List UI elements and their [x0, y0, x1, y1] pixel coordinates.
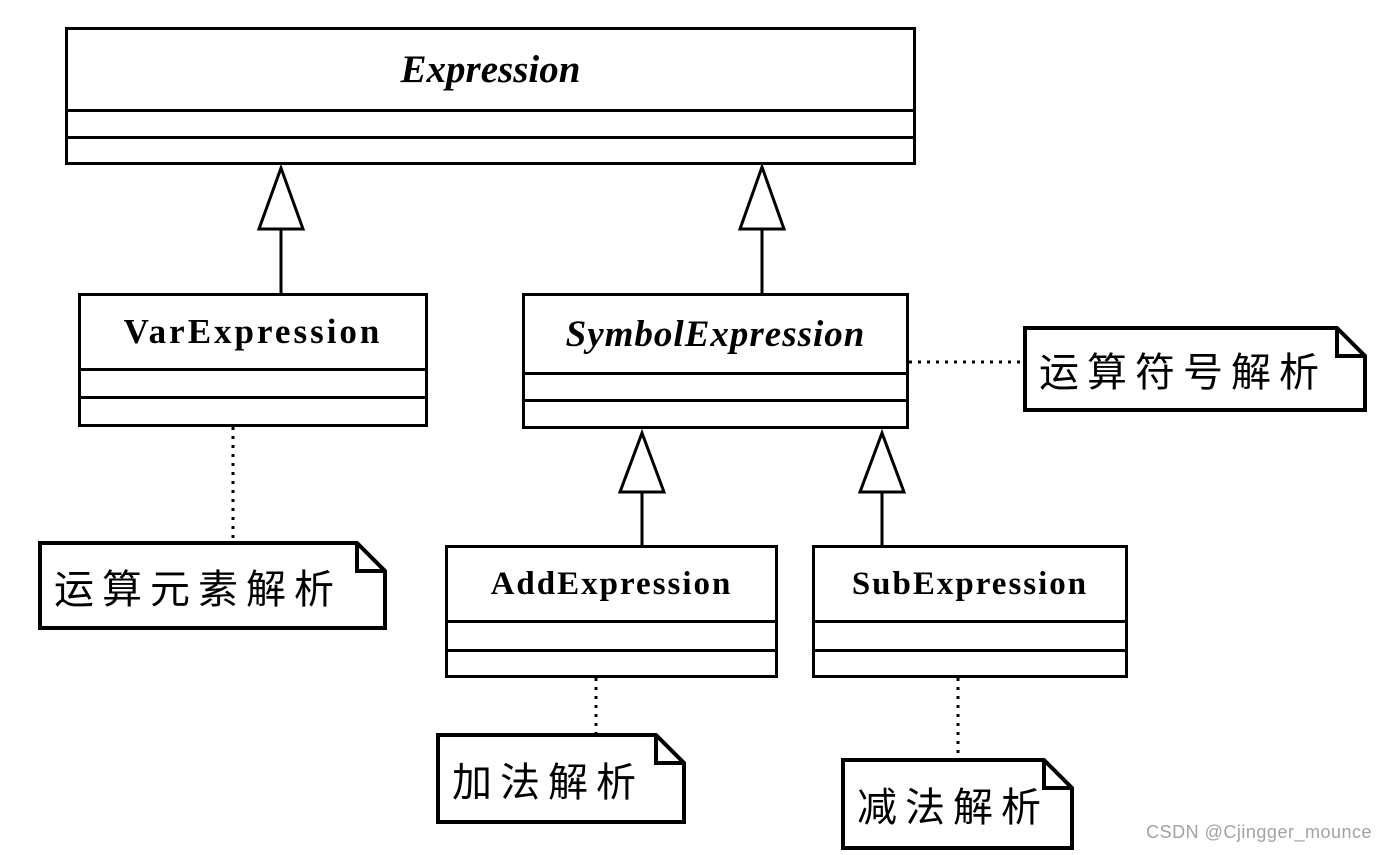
note-subtraction-parsing-text: 减法解析 [857, 785, 1049, 830]
watermark-text: CSDN @Cjingger_mounce [1146, 822, 1372, 842]
class-symbolexpression-methods-compartment [525, 399, 906, 426]
class-subexpression-name: SubExpression [851, 565, 1089, 602]
class-addexpression: AddExpression [445, 545, 778, 678]
inheritance-arrow-addexpression-to-symbolexpression [617, 428, 667, 545]
inheritance-arrow-subexpression-to-symbolexpression [857, 428, 907, 545]
class-varexpression-methods-compartment [81, 396, 425, 424]
class-varexpression: VarExpression [78, 293, 428, 427]
note-shape-operator-parsing [1023, 326, 1367, 412]
class-addexpression-name: AddExpression [490, 565, 733, 602]
class-expression-attributes-compartment [68, 109, 913, 136]
class-varexpression-name: VarExpression [123, 312, 383, 351]
class-symbolexpression: SymbolExpression [522, 293, 909, 429]
class-varexpression-attributes-compartment [81, 368, 425, 396]
class-symbolexpression-name: SymbolExpression [565, 313, 866, 355]
note-shape-subtraction-parsing [841, 758, 1074, 850]
class-subexpression-attributes-compartment [815, 620, 1125, 649]
class-expression: Expression [65, 27, 916, 165]
inheritance-arrow-varexpression-to-expression [256, 163, 306, 293]
class-subexpression-methods-compartment [815, 649, 1125, 675]
note-shape-addition-parsing [436, 733, 686, 824]
class-expression-methods-compartment [68, 136, 913, 162]
class-expression-name: Expression [400, 48, 581, 91]
note-shape-operand-parsing [38, 541, 387, 630]
note-operator-parsing-text: 运算符号解析 [1039, 350, 1327, 395]
class-addexpression-attributes-compartment [448, 620, 775, 649]
class-addexpression-methods-compartment [448, 649, 775, 675]
class-subexpression: SubExpression [812, 545, 1128, 678]
note-operand-parsing-text: 运算元素解析 [54, 566, 342, 612]
note-addition-parsing-text: 加法解析 [452, 759, 644, 805]
inheritance-arrow-symbolexpression-to-expression [737, 162, 787, 293]
class-symbolexpression-attributes-compartment [525, 372, 906, 399]
